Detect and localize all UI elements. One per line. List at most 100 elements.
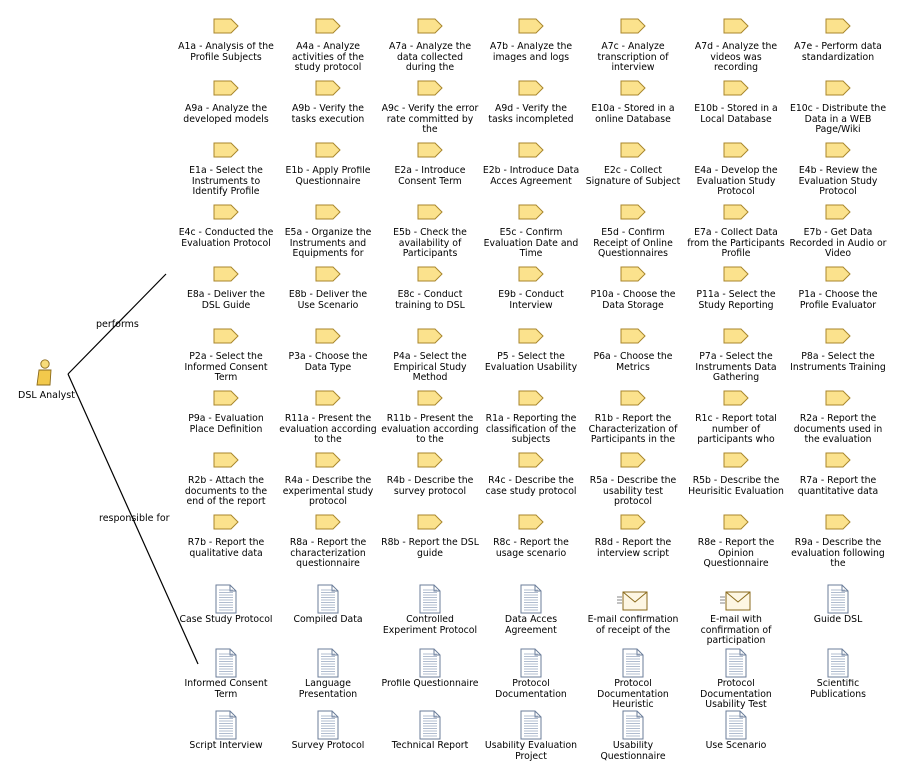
task-item[interactable]: E1b - Apply Profile Questionnaire <box>279 142 377 200</box>
work-product-item[interactable]: Controlled Experiment Protocol <box>381 582 479 646</box>
task-item[interactable]: E9b - Conduct Interview <box>482 266 580 324</box>
work-product-item[interactable]: Usability Evaluation Project <box>482 708 580 772</box>
work-product-item[interactable]: Protocol Documentation Usability Test <box>687 646 785 710</box>
task-item[interactable]: R8b - Report the DSL guide <box>381 514 479 572</box>
task-item[interactable]: E5b - Check the availability of Particip… <box>381 204 479 262</box>
task-item[interactable]: R8c - Report the usage scenario <box>482 514 580 572</box>
task-item[interactable]: A1a - Analysis of the Profile Subjects <box>177 18 275 76</box>
work-product-item[interactable]: Language Presentation <box>279 646 377 710</box>
task-item[interactable]: E2a - Introduce Consent Term <box>381 142 479 200</box>
task-item[interactable]: E8b - Deliver the Use Scenario <box>279 266 377 324</box>
work-product-item[interactable]: Profile Questionnaire <box>381 646 479 710</box>
task-item[interactable]: R4c - Describe the case study protocol <box>482 452 580 510</box>
task-item[interactable]: E4b - Review the Evaluation Study Protoc… <box>789 142 887 200</box>
task-item[interactable]: P1a - Choose the Profile Evaluator <box>789 266 887 324</box>
task-item[interactable]: A9a - Analyze the developed models <box>177 80 275 138</box>
task-item[interactable]: R1c - Report total number of participant… <box>687 390 785 448</box>
task-item[interactable]: A9d - Verify the tasks incompleted <box>482 80 580 138</box>
work-product-item[interactable]: E-mail confirmation of receipt of the <box>584 582 682 646</box>
document-icon <box>215 648 237 678</box>
task-icon <box>825 204 851 220</box>
work-product-label: Guide DSL <box>813 615 863 625</box>
document-icon <box>827 648 849 678</box>
task-item[interactable]: E2c - Collect Signature of Subject <box>584 142 682 200</box>
task-item[interactable]: E5a - Organize the Instruments and Equip… <box>279 204 377 262</box>
work-product-item[interactable]: Guide DSL <box>789 582 887 646</box>
task-item[interactable]: E7b - Get Data Recorded in Audio or Vide… <box>789 204 887 262</box>
task-item[interactable]: E8c - Conduct training to DSL <box>381 266 479 324</box>
task-item[interactable]: A4a - Analyze activities of the study pr… <box>279 18 377 76</box>
task-label: R8d - Report the interview script <box>594 538 672 559</box>
task-item[interactable]: P2a - Select the Informed Consent Term <box>177 328 275 386</box>
task-item[interactable]: A7c - Analyze transcription of interview <box>584 18 682 76</box>
work-product-item[interactable]: Data Acces Agreement <box>482 582 580 646</box>
task-icon <box>417 514 443 530</box>
work-product-item[interactable]: Scientific Publications <box>789 646 887 710</box>
task-item[interactable]: A7a - Analyze the data collected during … <box>381 18 479 76</box>
work-product-item[interactable]: Technical Report <box>381 708 479 772</box>
task-label: E4b - Review the Evaluation Study Protoc… <box>798 166 878 197</box>
task-item[interactable]: E10a - Stored in a online Database <box>584 80 682 138</box>
task-item[interactable]: E10b - Stored in a Local Database <box>687 80 785 138</box>
task-label: E8b - Deliver the Use Scenario <box>288 290 368 311</box>
task-item[interactable]: R1b - Report the Characterization of Par… <box>584 390 682 448</box>
task-item[interactable]: E5c - Confirm Evaluation Date and Time <box>482 204 580 262</box>
task-item[interactable]: R7a - Report the quantitative data <box>789 452 887 510</box>
task-item[interactable]: R8a - Report the characterization questi… <box>279 514 377 572</box>
task-item[interactable]: R7b - Report the qualitative data <box>177 514 275 572</box>
task-item[interactable]: P6a - Choose the Metrics <box>584 328 682 386</box>
task-item[interactable]: A7d - Analyze the videos was recording <box>687 18 785 76</box>
task-item[interactable]: R1a - Reporting the classification of th… <box>482 390 580 448</box>
task-item[interactable]: E5d - Confirm Receipt of Online Question… <box>584 204 682 262</box>
task-item[interactable]: R8e - Report the Opinion Questionnaire <box>687 514 785 572</box>
task-item[interactable]: R4b - Describe the survey protocol <box>381 452 479 510</box>
work-product-label: Protocol Documentation Heuristic <box>597 679 669 710</box>
task-icon <box>213 514 239 530</box>
work-product-item[interactable]: Script Interview <box>177 708 275 772</box>
task-item[interactable]: R2a - Report the documents used in the e… <box>789 390 887 448</box>
task-item[interactable]: A7b - Analyze the images and logs <box>482 18 580 76</box>
task-item[interactable]: P10a - Choose the Data Storage <box>584 266 682 324</box>
task-item[interactable]: R9a - Describe the evaluation following … <box>789 514 887 572</box>
task-item[interactable]: P4a - Select the Empirical Study Method <box>381 328 479 386</box>
task-item[interactable]: A9c - Verify the error rate committed by… <box>381 80 479 138</box>
task-icon <box>315 452 341 468</box>
work-product-item[interactable]: Compiled Data <box>279 582 377 646</box>
task-item[interactable]: P8a - Select the Instruments Training <box>789 328 887 386</box>
work-product-item[interactable]: E-mail with confirmation of participatio… <box>687 582 785 646</box>
task-item[interactable]: A7e - Perform data standardization <box>789 18 887 76</box>
work-product-item[interactable]: Case Study Protocol <box>177 582 275 646</box>
task-item[interactable]: E2b - Introduce Data Acces Agreement <box>482 142 580 200</box>
task-item[interactable]: E8a - Deliver the DSL Guide <box>177 266 275 324</box>
task-item[interactable]: R11a - Present the evaluation according … <box>279 390 377 448</box>
document-icon <box>215 584 237 614</box>
task-item[interactable]: P9a - Evaluation Place Definition <box>177 390 275 448</box>
document-icon <box>419 710 441 740</box>
work-product-item[interactable]: Usability Questionnaire <box>584 708 682 772</box>
task-item[interactable]: R8d - Report the interview script <box>584 514 682 572</box>
task-item[interactable]: P7a - Select the Instruments Data Gather… <box>687 328 785 386</box>
task-item[interactable]: P5 - Select the Evaluation Usability <box>482 328 580 386</box>
task-item[interactable]: R4a - Describe the experimental study pr… <box>279 452 377 510</box>
work-product-item[interactable]: Use Scenario <box>687 708 785 772</box>
task-label: R8a - Report the characterization questi… <box>289 538 367 569</box>
task-item[interactable]: E4c - Conducted the Evaluation Protocol <box>177 204 275 262</box>
task-item[interactable]: A9b - Verify the tasks execution <box>279 80 377 138</box>
task-item[interactable]: E7a - Collect Data from the Participants… <box>687 204 785 262</box>
task-item[interactable]: R5b - Describe the Heurisitic Evaluation <box>687 452 785 510</box>
work-product-item[interactable]: Informed Consent Term <box>177 646 275 710</box>
task-item[interactable]: E1a - Select the Instruments to Identify… <box>177 142 275 200</box>
task-label: E4c - Conducted the Evaluation Protocol <box>178 228 274 249</box>
task-label: E7b - Get Data Recorded in Audio or Vide… <box>789 228 887 259</box>
task-item[interactable]: R2b - Attach the documents to the end of… <box>177 452 275 510</box>
work-product-item[interactable]: Protocol Documentation Heuristic <box>584 646 682 710</box>
task-item[interactable]: E10c - Distribute the Data in a WEB Page… <box>789 80 887 138</box>
task-item[interactable]: R11b - Present the evaluation according … <box>381 390 479 448</box>
task-item[interactable]: P11a - Select the Study Reporting <box>687 266 785 324</box>
role-dsl-analyst[interactable]: DSL Analyst <box>14 358 84 404</box>
work-product-item[interactable]: Survey Protocol <box>279 708 377 772</box>
task-item[interactable]: R5a - Describe the usability test protoc… <box>584 452 682 510</box>
task-item[interactable]: P3a - Choose the Data Type <box>279 328 377 386</box>
task-item[interactable]: E4a - Develop the Evaluation Study Proto… <box>687 142 785 200</box>
work-product-item[interactable]: Protocol Documentation <box>482 646 580 710</box>
